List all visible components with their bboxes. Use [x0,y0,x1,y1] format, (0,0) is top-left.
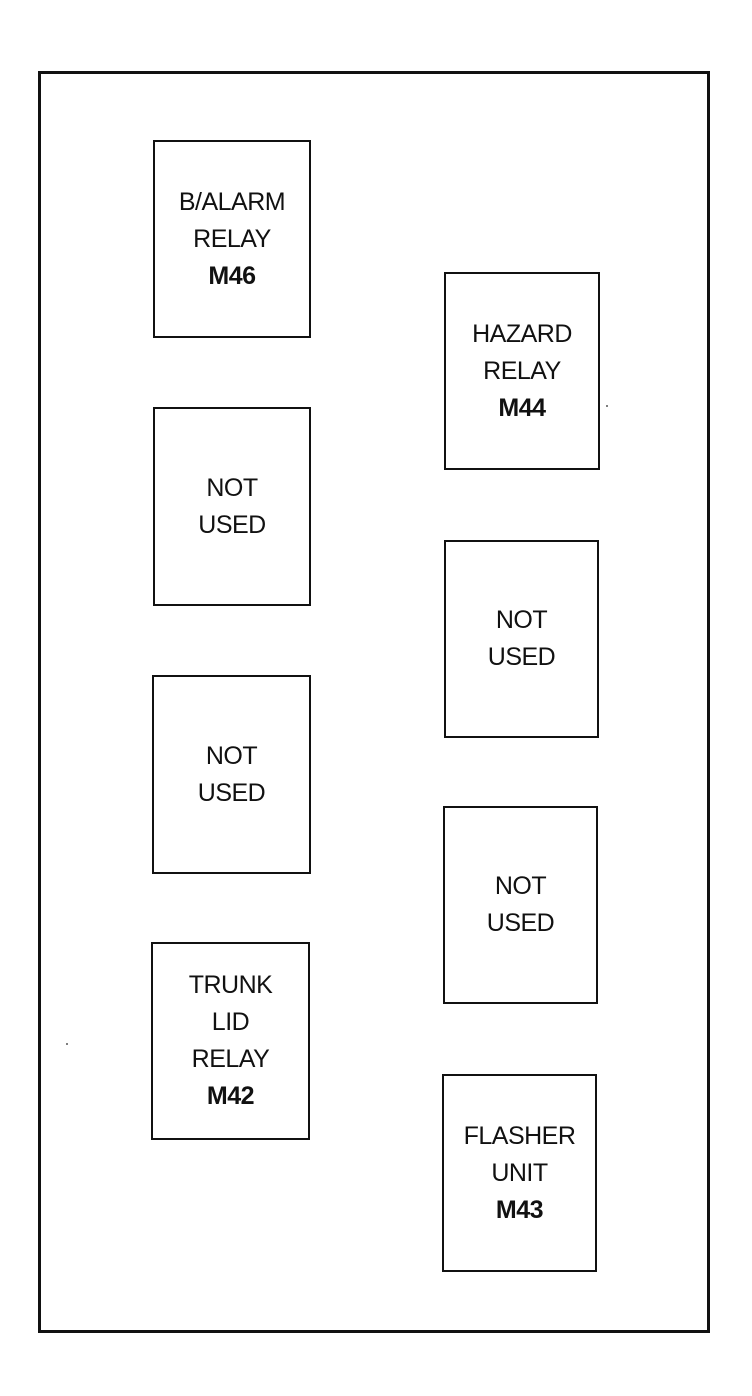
relay-label-line: NOT [205,741,258,770]
relay-label-line: RELAY [483,356,561,385]
not-used-left-1-box: NOT USED [153,407,311,606]
relay-label-line: USED [486,909,555,937]
relay-label-line: USED [197,778,266,807]
relay-label-line: USED [198,510,266,539]
relay-code: M42 [206,1082,255,1110]
hazard-relay-box: HAZARD RELAY M44 [444,272,600,470]
scan-speck [606,405,608,407]
relay-label-line: RELAY [191,1045,270,1073]
b-alarm-relay-box: B/ALARM RELAY M46 [153,140,311,338]
relay-label-line: USED [487,643,556,671]
relay-label-line: RELAY [193,224,271,253]
relay-code: M46 [208,261,256,290]
not-used-right-1-box: NOT USED [444,540,599,738]
relay-code: M44 [498,393,546,422]
trunk-lid-relay-box: TRUNK LID RELAY M42 [151,942,310,1140]
relay-panel [38,71,710,1333]
relay-label-line: NOT [495,606,548,634]
not-used-left-2-box: NOT USED [152,675,311,874]
not-used-right-2-box: NOT USED [443,806,598,1004]
relay-label-line: B/ALARM [178,187,286,216]
relay-label-line: UNIT [491,1158,548,1187]
relay-label-line: FLASHER [463,1121,576,1150]
relay-label-line: NOT [494,872,547,900]
scan-speck [66,1043,68,1045]
relay-label-line: LID [211,1008,250,1036]
relay-label-line: NOT [206,473,258,502]
flasher-unit-box: FLASHER UNIT M43 [442,1074,597,1272]
relay-code: M43 [495,1195,544,1224]
relay-label-line: TRUNK [188,971,273,999]
relay-label-line: HAZARD [472,319,572,348]
